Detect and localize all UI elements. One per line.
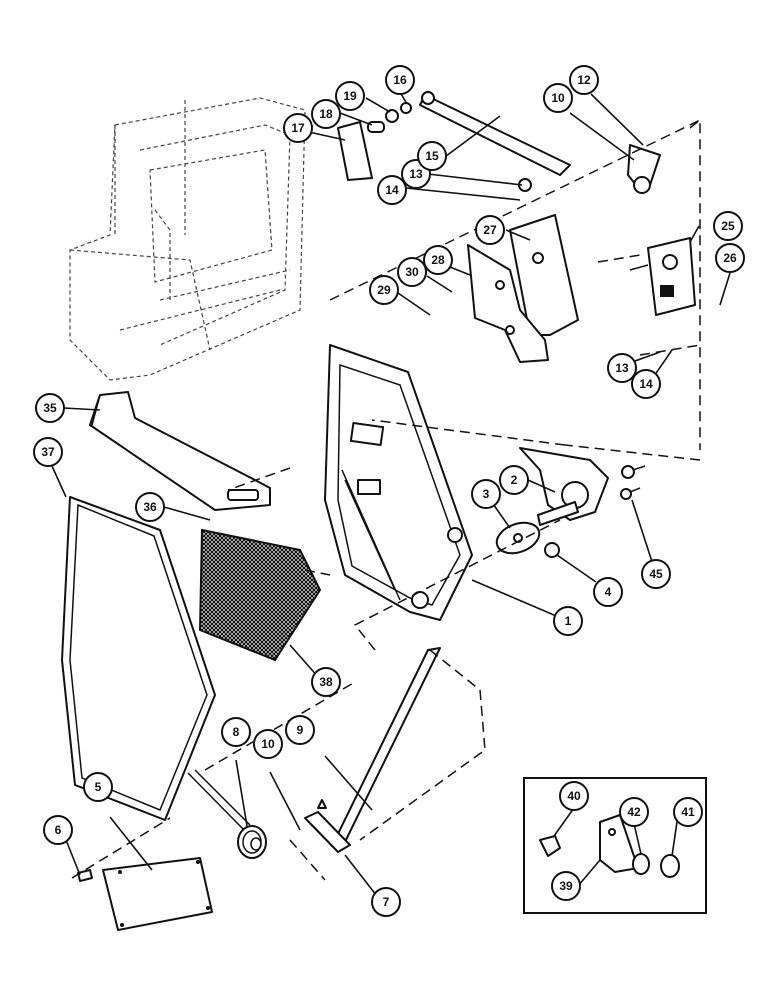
callout-14-lower: 14 bbox=[631, 369, 661, 399]
link-rod bbox=[304, 647, 441, 853]
reference-lines bbox=[71, 118, 701, 881]
mesh-screen bbox=[198, 528, 322, 662]
callout-25: 25 bbox=[713, 211, 743, 241]
outside-handle bbox=[495, 447, 609, 558]
callout-label: 40 bbox=[567, 789, 581, 803]
callout-label: 42 bbox=[627, 805, 641, 819]
callout-label: 13 bbox=[615, 361, 629, 375]
callout-label: 30 bbox=[405, 265, 419, 279]
grab-handle bbox=[89, 391, 271, 511]
callout-15: 15 bbox=[417, 141, 447, 171]
callout-27: 27 bbox=[475, 215, 505, 245]
callout-label: 9 bbox=[297, 723, 304, 737]
callout-26: 26 bbox=[715, 243, 745, 273]
key bbox=[620, 465, 646, 500]
callout-45: 45 bbox=[641, 559, 671, 589]
callout-14-upper: 14 bbox=[377, 175, 407, 205]
cover-plate bbox=[77, 857, 213, 931]
callout-label: 29 bbox=[377, 283, 391, 297]
callout-label: 45 bbox=[649, 567, 663, 581]
callout-label: 2 bbox=[511, 473, 518, 487]
callout-39: 39 bbox=[551, 871, 581, 901]
callout-label: 36 bbox=[143, 500, 157, 514]
callout-13-lower: 13 bbox=[607, 353, 637, 383]
callout-label: 19 bbox=[343, 89, 357, 103]
lever-arm bbox=[627, 144, 661, 194]
callout-label: 25 bbox=[721, 219, 735, 233]
callout-label: 27 bbox=[483, 223, 497, 237]
spring bbox=[187, 769, 267, 859]
detail-inset bbox=[523, 777, 707, 914]
callout-9: 9 bbox=[285, 715, 315, 745]
callout-label: 3 bbox=[483, 487, 490, 501]
callout-3: 3 bbox=[471, 479, 501, 509]
callout-4: 4 bbox=[593, 577, 623, 607]
callout-label: 13 bbox=[409, 167, 423, 181]
callout-label: 39 bbox=[559, 879, 573, 893]
callout-label: 15 bbox=[425, 149, 439, 163]
callout-label: 1 bbox=[565, 614, 572, 628]
callout-36: 36 bbox=[135, 492, 165, 522]
callout-label: 8 bbox=[233, 725, 240, 739]
callout-6: 6 bbox=[43, 815, 73, 845]
callout-41: 41 bbox=[673, 797, 703, 827]
callout-35: 35 bbox=[35, 393, 65, 423]
callout-2: 2 bbox=[499, 465, 529, 495]
callout-label: 4 bbox=[605, 585, 612, 599]
callout-17: 17 bbox=[283, 113, 313, 143]
callout-label: 7 bbox=[383, 895, 390, 909]
callout-28: 28 bbox=[423, 245, 453, 275]
callout-label: 37 bbox=[41, 445, 55, 459]
callout-10-lower: 10 bbox=[253, 729, 283, 759]
callout-label: 12 bbox=[577, 73, 591, 87]
callout-label: 17 bbox=[291, 121, 305, 135]
callout-label: 14 bbox=[385, 183, 399, 197]
callout-label: 28 bbox=[431, 253, 445, 267]
callout-label: 10 bbox=[261, 737, 275, 751]
callout-label: 10 bbox=[551, 91, 565, 105]
callout-38: 38 bbox=[311, 667, 341, 697]
callout-18: 18 bbox=[311, 99, 341, 129]
cab-frame bbox=[69, 97, 306, 381]
callout-19: 19 bbox=[335, 81, 365, 111]
callout-42: 42 bbox=[619, 797, 649, 827]
callout-label: 16 bbox=[393, 73, 407, 87]
lock-body bbox=[629, 237, 696, 316]
callout-40: 40 bbox=[559, 781, 589, 811]
callout-5: 5 bbox=[83, 772, 113, 802]
callout-12: 12 bbox=[569, 65, 599, 95]
callout-29: 29 bbox=[369, 275, 399, 305]
callout-label: 18 bbox=[319, 107, 333, 121]
callout-label: 14 bbox=[639, 377, 653, 391]
rod-assembly bbox=[337, 91, 571, 192]
callout-label: 38 bbox=[319, 675, 333, 689]
door-seal bbox=[61, 496, 216, 821]
callout-1: 1 bbox=[553, 606, 583, 636]
door-frame bbox=[324, 344, 473, 621]
callout-label: 5 bbox=[95, 780, 102, 794]
callout-label: 35 bbox=[43, 401, 57, 415]
callout-37: 37 bbox=[33, 437, 63, 467]
callout-label: 41 bbox=[681, 805, 695, 819]
callout-7: 7 bbox=[371, 887, 401, 917]
callout-label: 26 bbox=[723, 251, 737, 265]
latch-plates bbox=[467, 214, 579, 363]
callout-label: 6 bbox=[55, 823, 62, 837]
leader-lines bbox=[51, 91, 731, 901]
callout-10-upper: 10 bbox=[543, 83, 573, 113]
callout-16: 16 bbox=[385, 65, 415, 95]
callout-30: 30 bbox=[397, 257, 427, 287]
callout-8: 8 bbox=[221, 717, 251, 747]
